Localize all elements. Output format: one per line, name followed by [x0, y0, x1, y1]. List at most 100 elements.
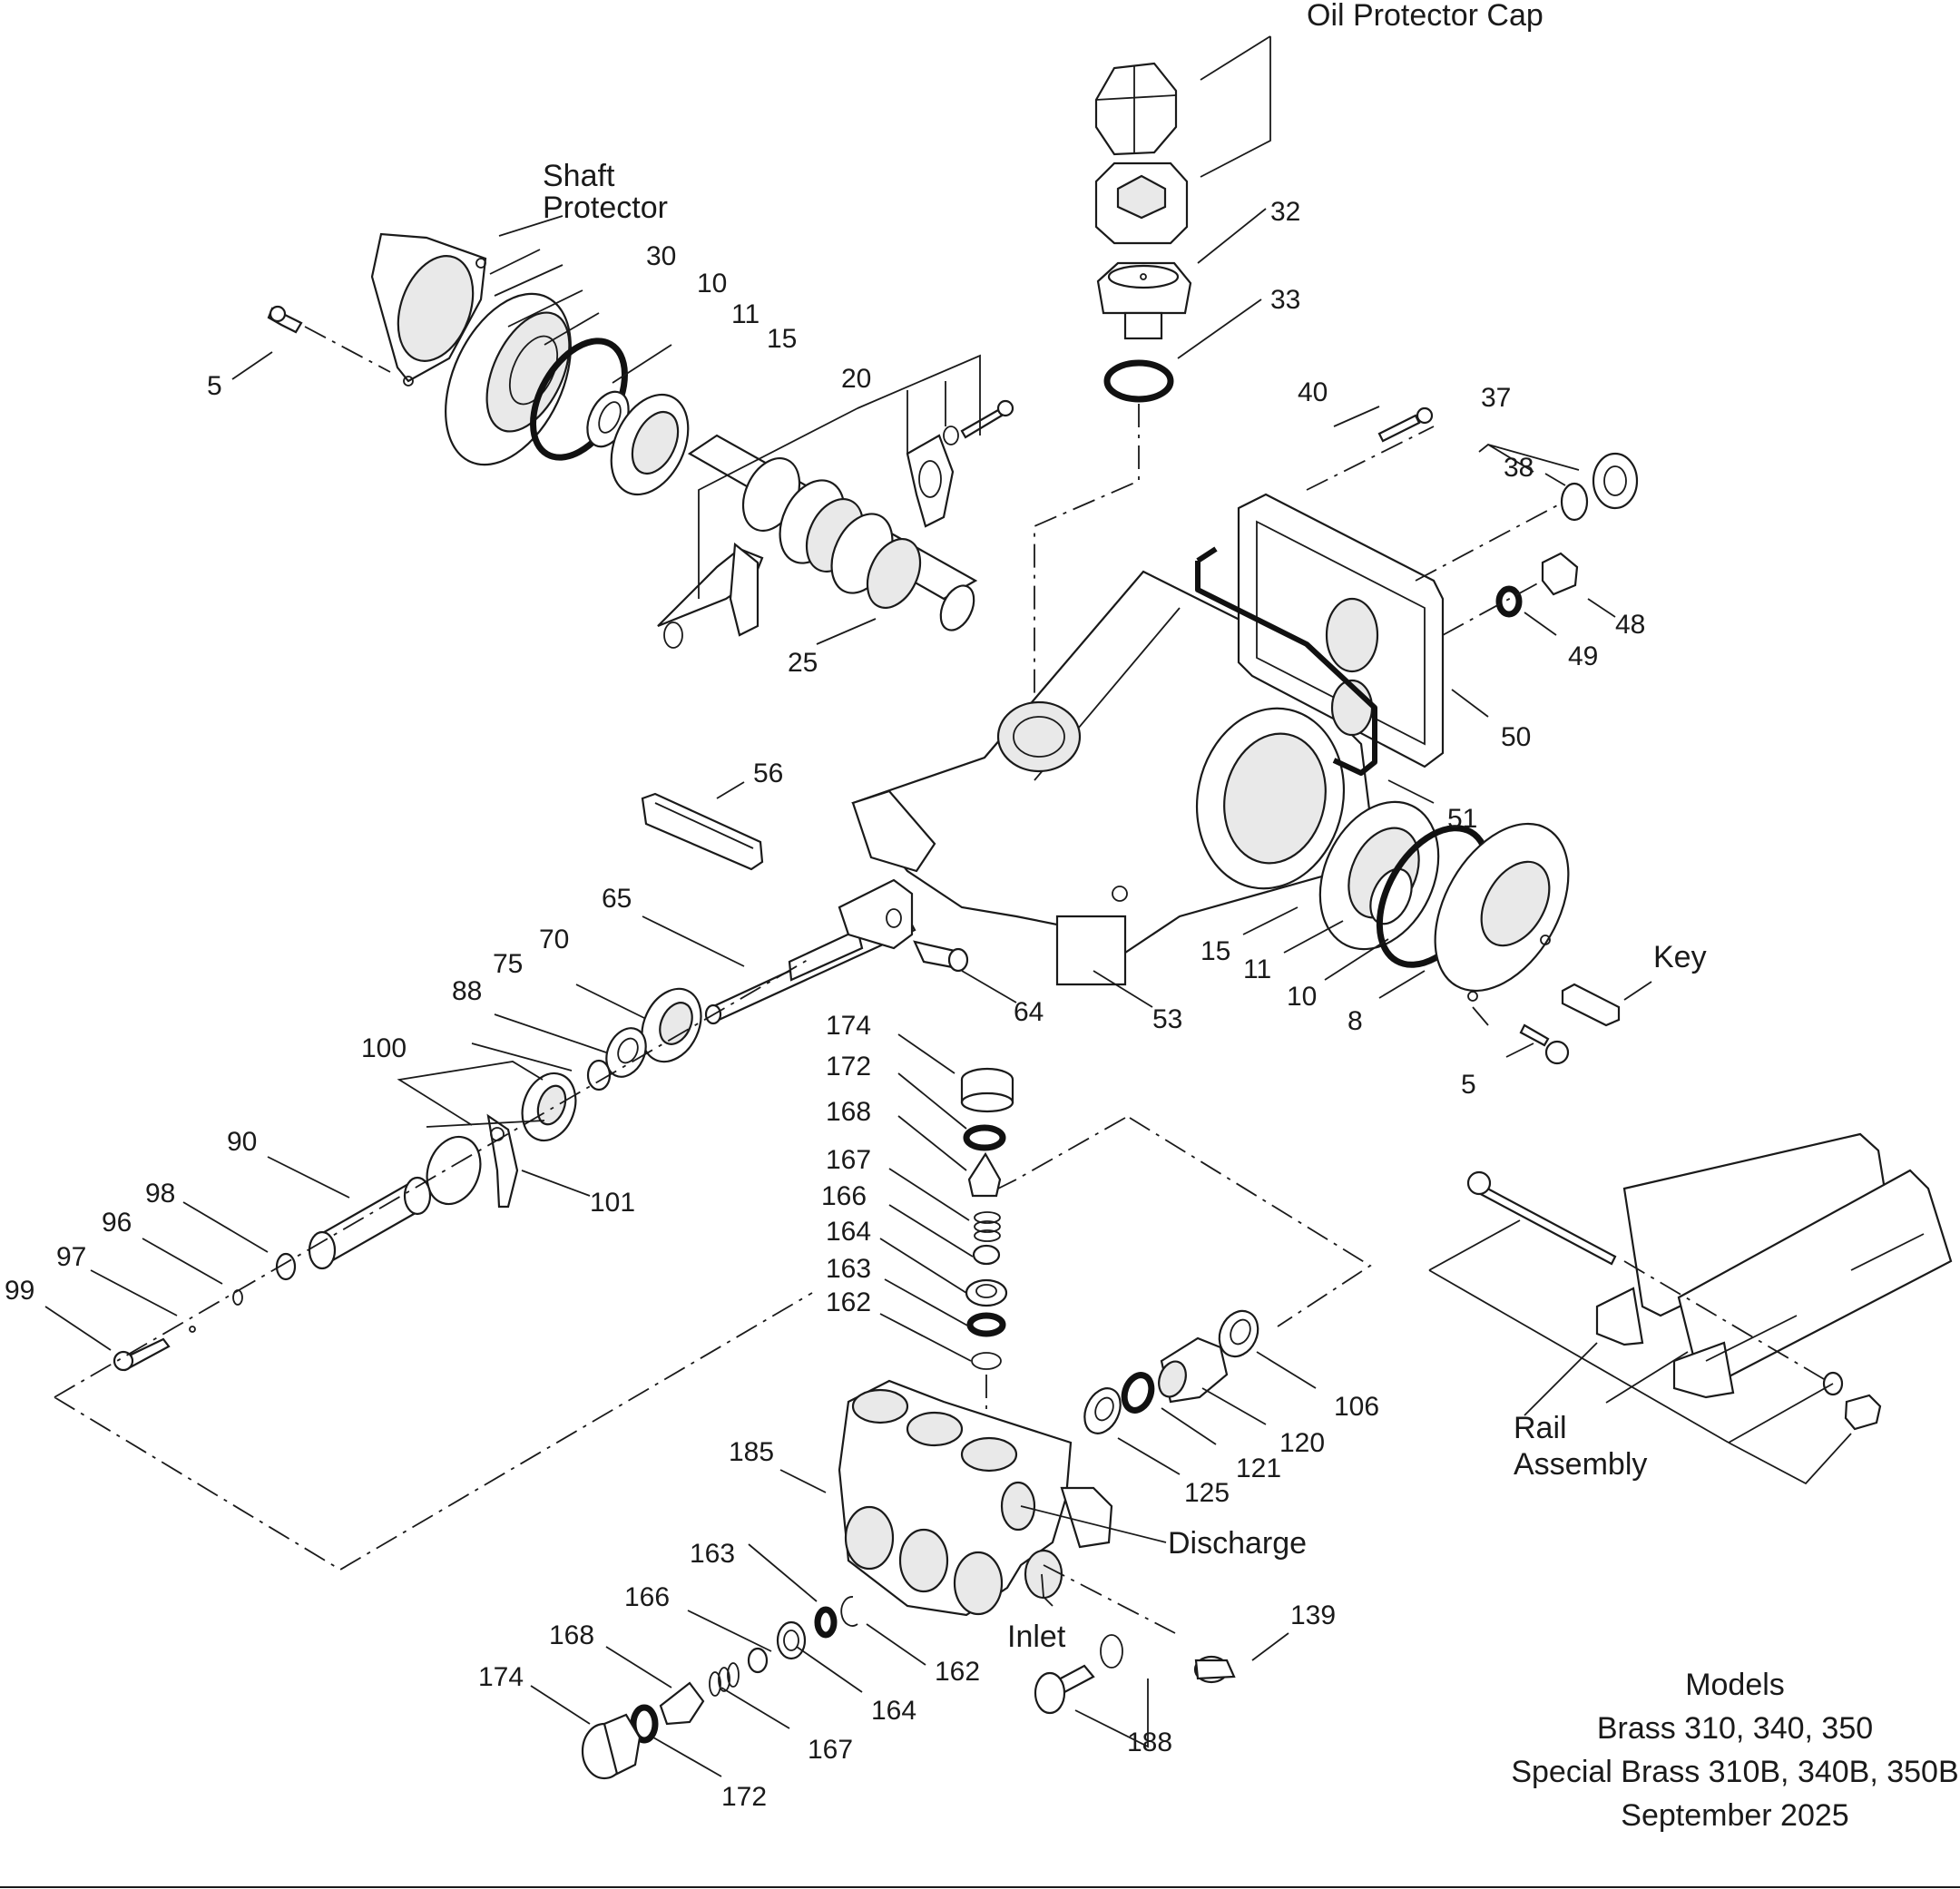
part-label-10-top: 10: [697, 269, 727, 299]
part-label-53: 53: [1152, 1004, 1182, 1034]
part-label-40: 40: [1298, 377, 1328, 407]
part-label-97: 97: [56, 1242, 86, 1272]
part-label-139: 139: [1290, 1600, 1336, 1630]
valve-seat-164-bottom: [776, 1620, 807, 1660]
spring-167-top: [974, 1211, 1001, 1242]
part-label-174-bottom: 174: [478, 1662, 524, 1692]
backup-ring-162-bottom: [840, 1596, 858, 1627]
part-label-172-top: 172: [826, 1052, 871, 1082]
part-label-90: 90: [227, 1127, 257, 1157]
part-label-70: 70: [539, 925, 569, 954]
rail-assembly-group: [1428, 1132, 1953, 1485]
o-ring-163-bottom: [814, 1606, 838, 1639]
part-label-185: 185: [729, 1437, 774, 1467]
part-label-32: 32: [1270, 197, 1300, 227]
side-bearing-group: [1242, 800, 1652, 1065]
part-label-30: 30: [646, 241, 676, 271]
valve-stack-bottom: [530, 1543, 926, 1780]
oil-protector-cap: [1094, 62, 1178, 156]
part-label-106: 106: [1334, 1392, 1379, 1422]
part-label-33: 33: [1270, 285, 1300, 315]
valve-166-top: [972, 1244, 1001, 1266]
part-label-168-top: 168: [826, 1097, 871, 1127]
label-assembly: Assembly: [1514, 1447, 1647, 1482]
screw-5-bottom: [1519, 1023, 1570, 1065]
o-ring-49: [1495, 585, 1523, 618]
part-label-88: 88: [452, 976, 482, 1006]
part-label-101: 101: [590, 1188, 635, 1218]
part-label-75: 75: [493, 949, 523, 979]
label-shaft: Shaft: [543, 159, 615, 193]
models-title: Models: [1685, 1668, 1785, 1702]
part-label-15-top: 15: [767, 324, 797, 354]
part-label-38: 38: [1504, 453, 1534, 483]
rail-bolt: [1466, 1170, 1617, 1266]
part-label-49: 49: [1568, 641, 1598, 671]
part-label-167-bottom: 167: [808, 1735, 853, 1765]
sight-glass-48: [1541, 552, 1579, 596]
part-label-5-top: 5: [207, 371, 222, 401]
models-line-brass: Brass 310, 340, 350: [1597, 1711, 1873, 1746]
part-label-11-top: 11: [731, 299, 760, 329]
part-label-188: 188: [1127, 1728, 1172, 1757]
seal-106: [1218, 1309, 1259, 1358]
valve-retainer-168-bottom: [659, 1681, 705, 1726]
part-label-5-bottom: 5: [1461, 1070, 1476, 1100]
o-ring-172-bottom: [630, 1704, 659, 1744]
models-line-special-brass: Special Brass 310B, 340B, 350B: [1511, 1755, 1958, 1789]
valve-plug-174-top: [960, 1067, 1014, 1113]
plug-139: [1193, 1655, 1236, 1684]
oil-protector-cap-assembly: [1034, 35, 1271, 726]
part-label-96: 96: [102, 1208, 132, 1238]
part-label-174-top: 174: [826, 1011, 871, 1041]
part-label-125: 125: [1184, 1478, 1230, 1508]
plug-188: [1034, 1634, 1123, 1715]
seal-75: [605, 1027, 647, 1078]
part-label-64: 64: [1014, 997, 1044, 1027]
seal-38: [1560, 482, 1589, 522]
valve-166-bottom: [747, 1647, 769, 1674]
bearing-15-top: [610, 393, 690, 496]
part-label-20: 20: [841, 364, 871, 394]
seal-88: [586, 1059, 612, 1091]
connecting-rod-20-upper: [906, 434, 955, 528]
shaft-protector: [370, 232, 487, 387]
part-label-48: 48: [1615, 610, 1645, 640]
gasket-51: [1195, 561, 1377, 776]
dashed-boundary: [54, 959, 1372, 1571]
back-cover-group: [1195, 406, 1639, 804]
rail-right: [1672, 1169, 1953, 1399]
part-label-166-top: 166: [821, 1181, 867, 1211]
screw-5-top: [267, 305, 303, 334]
seal-case-101: [426, 1113, 519, 1209]
ceramic-plunger-90: [308, 1176, 432, 1270]
models-block: Models Brass 310, 340, 350 Special Brass…: [1511, 1668, 1958, 1833]
part-label-120: 120: [1279, 1428, 1325, 1458]
part-label-100: 100: [361, 1033, 407, 1063]
part-label-166-bottom: 166: [624, 1582, 670, 1612]
pin-64: [913, 940, 969, 973]
backup-ring-162-top: [971, 1352, 1002, 1370]
manifold-185: [779, 1379, 1176, 1634]
o-ring-121: [1121, 1372, 1155, 1414]
part-label-172-bottom: 172: [721, 1782, 767, 1812]
plunger-group: [44, 781, 1017, 1372]
spring-167-bottom: [709, 1662, 740, 1697]
plug-fittings: [1034, 1632, 1289, 1748]
part-label-162-bottom: 162: [935, 1657, 980, 1687]
o-ring-172-top: [963, 1124, 1006, 1151]
part-number-labels: 5 30 10 11 15 20 25 32 33 40 37 38 48 49…: [5, 197, 1645, 1812]
shaft-protector-group: [231, 215, 690, 496]
o-ring-163-top: [966, 1312, 1006, 1337]
callout-labels: Oil Protector Cap Shaft Protector Key Ra…: [543, 0, 1707, 1654]
part-label-121: 121: [1236, 1453, 1281, 1483]
crankshaft-group: [657, 354, 1014, 649]
part-label-10-bottom: 10: [1287, 982, 1317, 1012]
plunger-rod-65: [704, 878, 916, 1025]
hex-adapter: [1094, 161, 1189, 245]
valve-plug-174-bottom: [581, 1713, 642, 1780]
part-label-163-bottom: 163: [690, 1539, 735, 1569]
part-label-37: 37: [1481, 383, 1511, 413]
plunger-bolt-99: [113, 1337, 171, 1372]
